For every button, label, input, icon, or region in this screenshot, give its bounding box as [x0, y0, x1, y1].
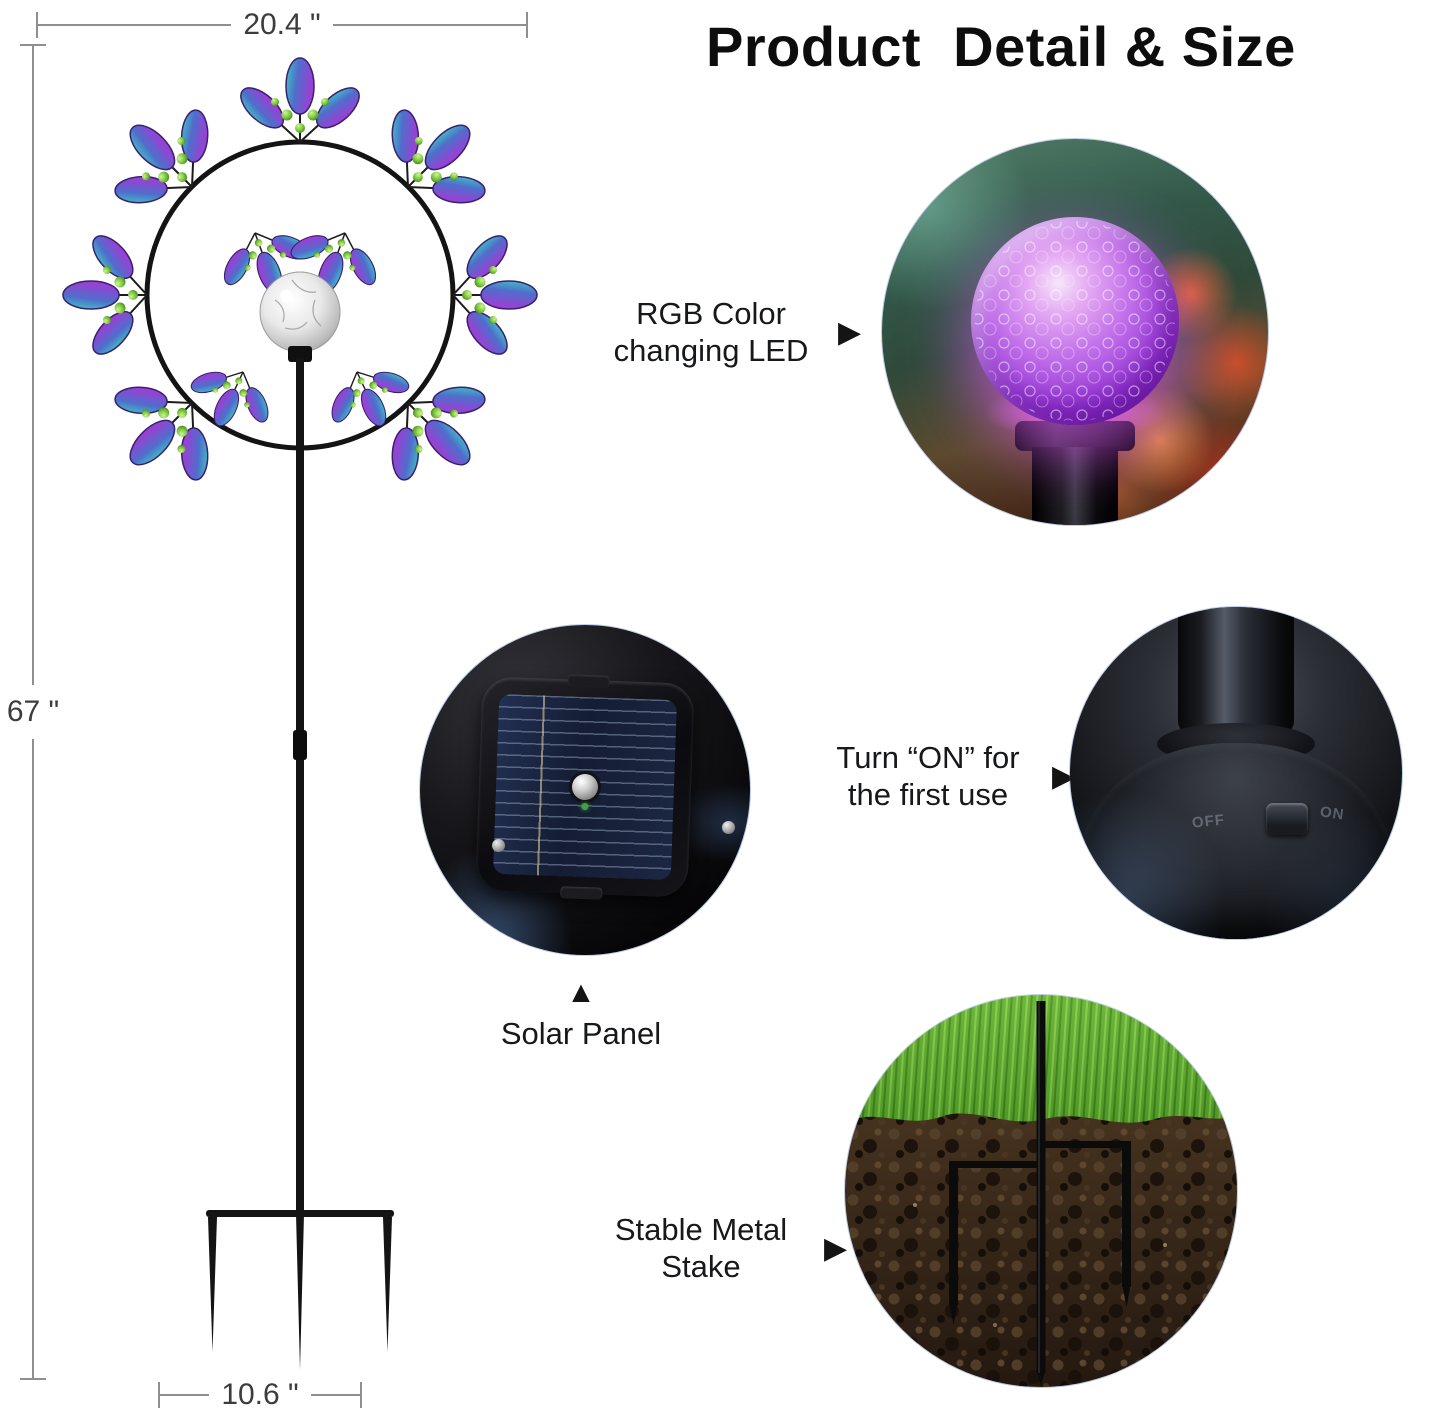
page-title: Product Detail & Size	[706, 15, 1296, 78]
dimension-line	[310, 1394, 360, 1396]
panel-clip	[567, 674, 610, 688]
callout-solar-label: Solar Panel	[500, 1016, 662, 1051]
lamp-pole	[1178, 607, 1294, 735]
panel-clip	[560, 886, 603, 900]
dimension-line	[332, 24, 526, 26]
dimension-tick	[360, 1382, 362, 1408]
arrow-right-icon: ▶	[1052, 759, 1076, 793]
lamp-base-dome	[1080, 743, 1392, 939]
three-prong-stake	[949, 1001, 1131, 1386]
stake-prong-center	[296, 1214, 304, 1370]
arrow-right-icon: ▶	[824, 1231, 848, 1265]
callout-stake-label: Stable Metal Stake	[614, 1212, 788, 1284]
dimension-line	[160, 1394, 210, 1396]
metal-stake-photo	[845, 995, 1237, 1387]
globe-collar	[1015, 421, 1135, 451]
dimension-width-value: 20.4 "	[243, 8, 321, 41]
dimension-tick	[20, 44, 46, 46]
rgb-led-photo	[882, 139, 1268, 525]
wind-spinner-illustration	[62, 57, 538, 1370]
dimension-line	[38, 24, 232, 26]
power-switch-photo: OFF ON	[1070, 607, 1402, 939]
callout-stake: Stable Metal Stake ▶	[592, 1212, 847, 1285]
crackle-texture	[975, 221, 1175, 421]
dimension-stake-width: 10.6 "	[158, 1378, 362, 1412]
dimension-stake-width-value: 10.6 "	[221, 1378, 299, 1411]
dimension-width: 20.4 "	[36, 8, 528, 42]
spinner-stake	[206, 358, 394, 1370]
arrow-up-icon: ▲	[566, 976, 596, 1009]
solar-panel-photo	[420, 625, 750, 955]
crackle-glass-globe	[971, 217, 1179, 425]
stake-prong-left	[208, 1217, 217, 1352]
callout-led-label: RGB Color changing LED	[613, 296, 809, 368]
dimension-line	[32, 739, 34, 1378]
stake-soil-scene	[845, 995, 1237, 1387]
dimension-line	[32, 46, 34, 685]
dimension-height-value: 67 "	[6, 695, 60, 729]
crackle-glass-ball	[259, 271, 341, 362]
stake-prong-right	[383, 1217, 392, 1352]
callout-led: RGB Color changing LED ▶	[598, 296, 861, 369]
rim-light	[1070, 607, 1402, 939]
callout-power-label: Turn “ON” for the first use	[836, 740, 1020, 812]
globe-stand	[1032, 447, 1118, 525]
callout-power: Turn “ON” for the first use ▶	[818, 740, 1075, 813]
solar-panel-frame	[475, 674, 695, 900]
dimension-tick	[20, 1378, 46, 1380]
dimension-tick	[36, 12, 38, 38]
dimension-tick	[526, 12, 528, 38]
arrow-right-icon: ▶	[838, 315, 862, 349]
housing-screw	[722, 821, 735, 834]
on-off-switch	[1266, 803, 1308, 835]
housing-screw	[492, 839, 505, 852]
callout-solar: ▲ Solar Panel	[486, 978, 676, 1053]
dimension-tick	[158, 1382, 160, 1408]
dimension-height: 67 "	[6, 44, 60, 1380]
